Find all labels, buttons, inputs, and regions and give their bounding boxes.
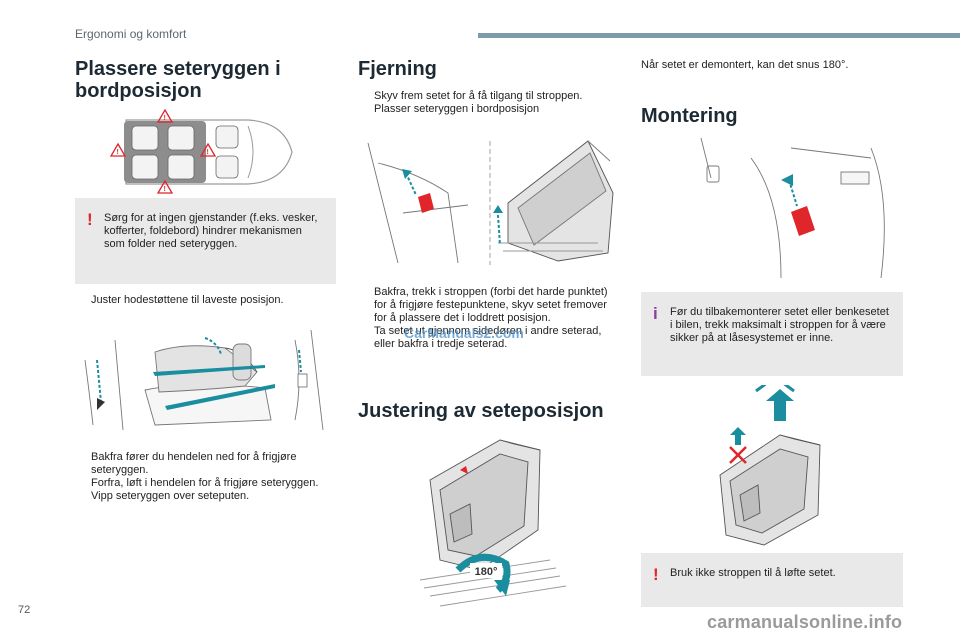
- svg-text:!: !: [117, 149, 119, 156]
- list-item-text: Skyv frem setet for å få tilgang til str…: [374, 90, 583, 102]
- lever-instructions: Bakfra fører du hendelen ned for å frigj…: [75, 451, 337, 503]
- list-item-text: Plasser seteryggen i bordposisjon: [374, 103, 540, 115]
- headrest-instruction: Juster hodestøttene til laveste posisjon…: [75, 294, 335, 307]
- title-line-1: Plassere seteryggen i: [75, 58, 281, 80]
- section-header: Ergonomi og komfort: [75, 27, 187, 41]
- list-item-text: Vipp seteryggen over seteputen.: [91, 490, 250, 502]
- warning-icon: !: [87, 210, 93, 229]
- svg-text:!: !: [207, 149, 209, 156]
- header-accent-bar: [478, 33, 960, 38]
- seat-lever-illustration: [75, 320, 336, 435]
- list-item: Juster hodestøttene til laveste posisjon…: [75, 294, 335, 307]
- list-item: Skyv frem setet for å få tilgang til str…: [358, 90, 620, 103]
- list-item: Bakfra fører du hendelen ned for å frigj…: [75, 451, 337, 477]
- car-seats-overview-illustration: !!!!: [109, 108, 293, 194]
- seat-removal-illustration: [367, 140, 614, 265]
- warning-icon: !: [653, 565, 659, 584]
- seat-lift-prohibited-illustration: [719, 385, 821, 546]
- list-item: Forfra, løft i hendelen for å frigjøre s…: [75, 477, 337, 490]
- warning-text: Sørg for at ingen gjenstander (f.eks. ve…: [104, 212, 318, 250]
- svg-text:!: !: [164, 186, 166, 193]
- watermark-carmanuals2: CarManuals2.com: [404, 325, 524, 341]
- list-item-text: Juster hodestøttene til laveste posisjon…: [91, 294, 284, 306]
- list-item: Bakfra, trekk i stroppen (forbi det hard…: [358, 286, 620, 325]
- list-item-text: Bakfra fører du hendelen ned for å frigj…: [91, 451, 297, 476]
- section-title-seat-adjustment: Justering av seteposisjon: [358, 400, 604, 422]
- rotation-label: 180°: [475, 566, 498, 578]
- list-item: Vipp seteryggen over seteputen.: [75, 490, 337, 503]
- section-title-mounting: Montering: [641, 105, 738, 127]
- warning-text: Bruk ikke stroppen til å løfte setet.: [670, 567, 836, 579]
- list-item-text: Ta setet ut gjennom sidedøren i andre se…: [374, 325, 602, 350]
- page-number: 72: [18, 604, 31, 616]
- list-item: Plasser seteryggen i bordposisjon: [358, 103, 620, 116]
- list-item: Ta setet ut gjennom sidedøren i andre se…: [358, 325, 620, 351]
- section-title-removal: Fjerning: [358, 58, 437, 80]
- watermark-carmanualsonline: carmanualsonline.info: [707, 612, 903, 632]
- list-item-text: Bakfra, trekk i stroppen (forbi det hard…: [374, 286, 608, 324]
- warning-box-objects: ! Sørg for at ingen gjenstander (f.eks. …: [75, 198, 336, 284]
- list-item-text: Forfra, løft i hendelen for å frigjøre s…: [91, 477, 319, 489]
- info-text: Før du tilbakemonterer setet eller benke…: [670, 306, 889, 344]
- warning-box-strap: ! Bruk ikke stroppen til å løfte setet.: [641, 553, 903, 607]
- removal-steps-top: Skyv frem setet for å få tilgang til str…: [358, 90, 620, 116]
- info-icon: i: [653, 304, 658, 323]
- rotation-intro-text: Når setet er demontert, kan det snus 180…: [641, 59, 849, 71]
- info-box-locking: i Før du tilbakemonterer setet eller ben…: [641, 292, 903, 376]
- svg-text:!: !: [164, 115, 166, 122]
- section-title-table-position: Plassere seteryggen i bordposisjon: [75, 58, 335, 102]
- title-line-2: bordposisjon: [75, 80, 202, 102]
- removal-steps-bottom: Bakfra, trekk i stroppen (forbi det hard…: [358, 286, 620, 351]
- seat-mounting-illustration: [700, 138, 885, 279]
- seat-rotation-illustration: 180°: [419, 439, 567, 607]
